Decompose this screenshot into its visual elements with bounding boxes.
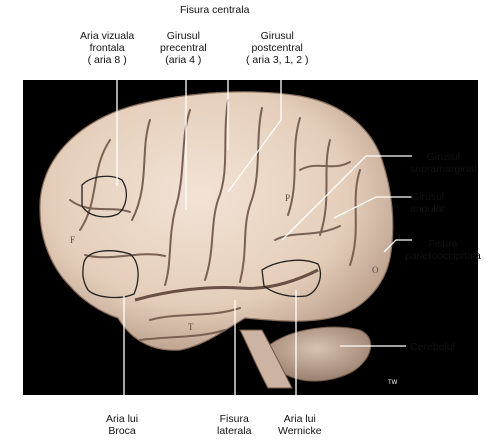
label-line: ( aria 8 ) xyxy=(87,54,127,66)
leader-girusul-postcentral xyxy=(227,70,282,193)
occipital-lobe-letter: O xyxy=(372,265,379,275)
label-girusul-supramarginal: Girusul supramarginal xyxy=(410,151,477,175)
label-line: postcentral xyxy=(251,42,303,54)
lateral-fissure xyxy=(134,268,319,302)
label-line: Broca xyxy=(108,425,136,437)
label-line: ( aria 3, 1, 2 ) xyxy=(246,54,309,66)
label-cerebelul: Cerebelul xyxy=(410,341,455,353)
label-line: Fisura centrala xyxy=(180,4,250,16)
label-line: Aria lui xyxy=(283,413,316,425)
label-aria-vizuala-frontala: Aria vizuala frontala ( aria 8 ) xyxy=(80,30,134,66)
label-line: Girusul xyxy=(166,30,200,42)
cerebellum xyxy=(261,326,372,382)
label-fisura-parietooccipitala: Fisura parietooccipitala xyxy=(405,238,481,262)
sulci xyxy=(69,99,361,341)
leader-fisura-parietooccipitala xyxy=(383,239,412,253)
label-line: frontala xyxy=(89,42,125,54)
label-line: precentral xyxy=(160,42,207,54)
leader-lines xyxy=(116,28,412,395)
label-girusul-angular: Girusul angular xyxy=(410,191,445,215)
wernicke-area-outline xyxy=(261,259,321,298)
label-aria-lui-wernicke: Aria lui Wernicke xyxy=(278,413,322,437)
label-line: supramarginal xyxy=(410,163,477,175)
label-line: parietooccipitala xyxy=(405,250,481,262)
photo-mark: TW xyxy=(388,380,398,386)
label-line: Girusul xyxy=(410,191,445,203)
label-line: Cerebelul xyxy=(410,341,455,353)
label-girusul-precentral: Girusul precentral (aria 4 ) xyxy=(160,30,207,66)
label-line: Wernicke xyxy=(278,425,322,437)
label-line: Aria vizuala xyxy=(80,30,135,42)
label-line: laterala xyxy=(217,425,252,437)
label-line: Girusul xyxy=(260,30,294,42)
frontal-lobe-letter: F xyxy=(70,235,75,245)
broca-area-outline xyxy=(82,250,139,299)
parietal-lobe-letter: P xyxy=(285,193,290,203)
brainstem xyxy=(239,329,293,389)
label-girusul-postcentral: Girusul postcentral ( aria 3, 1, 2 ) xyxy=(246,30,308,66)
temporal-lobe-letter: T xyxy=(188,322,194,332)
label-line: Fisura xyxy=(428,238,458,250)
label-line: Fisura xyxy=(219,413,249,425)
label-line: (aria 4 ) xyxy=(165,54,202,66)
leader-girusul-angular xyxy=(333,196,412,219)
label-line: Girusul xyxy=(426,151,460,163)
label-line: Aria lui xyxy=(106,413,139,425)
leader-girusul-supramarginal xyxy=(281,155,412,241)
label-fisura-centrala: Fisura centrala xyxy=(180,4,249,16)
frontal-eye-field-outline xyxy=(81,175,128,218)
label-line: angular xyxy=(410,203,446,215)
label-fisura-laterala: Fisura laterala xyxy=(217,413,251,437)
label-aria-lui-broca: Aria lui Broca xyxy=(106,413,138,437)
